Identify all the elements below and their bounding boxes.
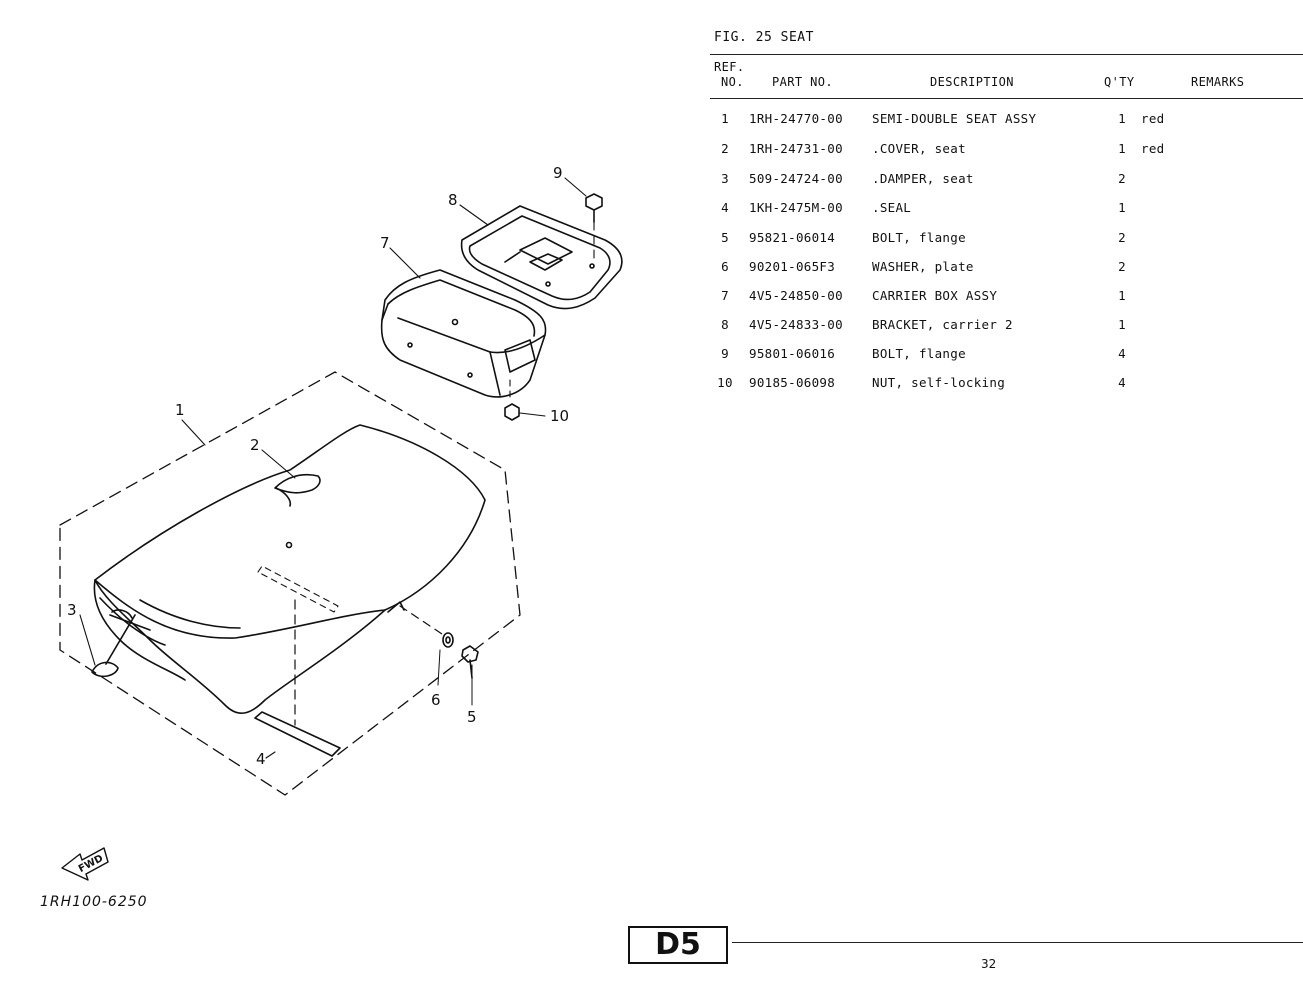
callout-4: 4 <box>256 750 266 768</box>
quantity: 4 <box>1118 346 1126 361</box>
footer-rule <box>732 942 1303 943</box>
description: BOLT, flange <box>872 346 966 361</box>
callout-2: 2 <box>250 436 260 454</box>
ref-number: 5 <box>721 230 729 245</box>
carrier-bracket <box>460 205 623 310</box>
ref-number: 7 <box>721 288 729 303</box>
seat-exploded-diagram: 1 2 3 4 5 6 7 8 9 10 FWD <box>59 164 623 881</box>
washer <box>442 632 454 648</box>
header-ref-line1: REF. <box>714 60 745 74</box>
callout-7: 7 <box>380 234 390 252</box>
header-remarks: REMARKS <box>1191 75 1245 89</box>
quantity: 2 <box>1118 171 1126 186</box>
callout-3: 3 <box>67 601 77 619</box>
description: BRACKET, carrier 2 <box>872 317 1013 332</box>
drawing-code: 1RH100-6250 <box>40 894 148 910</box>
part-number: 4V5-24833-00 <box>749 317 843 332</box>
quantity: 2 <box>1118 259 1126 274</box>
callout-6: 6 <box>431 691 441 709</box>
header-ref: REF. NO. <box>714 60 745 90</box>
description: NUT, self-locking <box>872 375 1006 390</box>
quantity: 2 <box>1118 230 1126 245</box>
description: BOLT, flange <box>872 230 966 245</box>
description: CARRIER BOX ASSY <box>872 288 998 303</box>
header-description: DESCRIPTION <box>930 75 1014 89</box>
bolt-top <box>585 193 603 211</box>
quantity: 4 <box>1118 375 1126 390</box>
nut-self-locking <box>504 403 520 421</box>
ref-number: 3 <box>721 171 729 186</box>
ref-number: 10 <box>717 375 733 390</box>
remarks: red <box>1141 111 1165 126</box>
quantity: 1 <box>1118 200 1126 215</box>
description: SEMI-DOUBLE SEAT ASSY <box>872 111 1037 126</box>
header-qty: Q'TY <box>1104 75 1135 89</box>
description: .SEAL <box>872 200 912 215</box>
table-header-rule <box>710 98 1303 99</box>
part-number: 90201-065F3 <box>749 259 836 274</box>
table-top-rule <box>710 54 1303 55</box>
header-ref-line2: NO. <box>721 75 744 89</box>
callout-1: 1 <box>175 401 185 419</box>
quantity: 1 <box>1118 111 1126 126</box>
callout-10: 10 <box>550 407 569 425</box>
bolt-flange <box>461 645 479 663</box>
ref-number: 4 <box>721 200 729 215</box>
callout-8: 8 <box>448 191 458 209</box>
seal-strip <box>254 711 341 757</box>
quantity: 1 <box>1118 288 1126 303</box>
page-number: 32 <box>981 957 997 971</box>
fwd-arrow <box>61 847 109 881</box>
quantity: 1 <box>1118 317 1126 332</box>
part-number: 4V5-24850-00 <box>749 288 843 303</box>
ref-number: 6 <box>721 259 729 274</box>
ref-number: 1 <box>721 111 729 126</box>
part-number: 509-24724-00 <box>749 171 843 186</box>
seat-body <box>94 424 486 714</box>
callout-9: 9 <box>553 164 563 182</box>
description: .DAMPER, seat <box>872 171 974 186</box>
part-number: 95801-06016 <box>749 346 836 361</box>
part-number: 1RH-24770-00 <box>749 111 843 126</box>
header-part-no: PART NO. <box>772 75 833 89</box>
part-number: 90185-06098 <box>749 375 836 390</box>
ref-number: 9 <box>721 346 729 361</box>
ref-number: 2 <box>721 141 729 156</box>
remarks: red <box>1141 141 1165 156</box>
callout-5: 5 <box>467 708 477 726</box>
figure-title: FIG. 25 SEAT <box>714 30 814 45</box>
seat-assy-boundary <box>59 371 521 796</box>
quantity: 1 <box>1118 141 1126 156</box>
seat-damper <box>91 661 119 678</box>
section-label: D5 <box>628 926 728 964</box>
ref-number: 8 <box>721 317 729 332</box>
part-number: 1RH-24731-00 <box>749 141 843 156</box>
description: .COVER, seat <box>872 141 966 156</box>
description: WASHER, plate <box>872 259 974 274</box>
part-number: 95821-06014 <box>749 230 836 245</box>
part-number: 1KH-2475M-00 <box>749 200 843 215</box>
seat-cover-tab <box>274 473 321 494</box>
